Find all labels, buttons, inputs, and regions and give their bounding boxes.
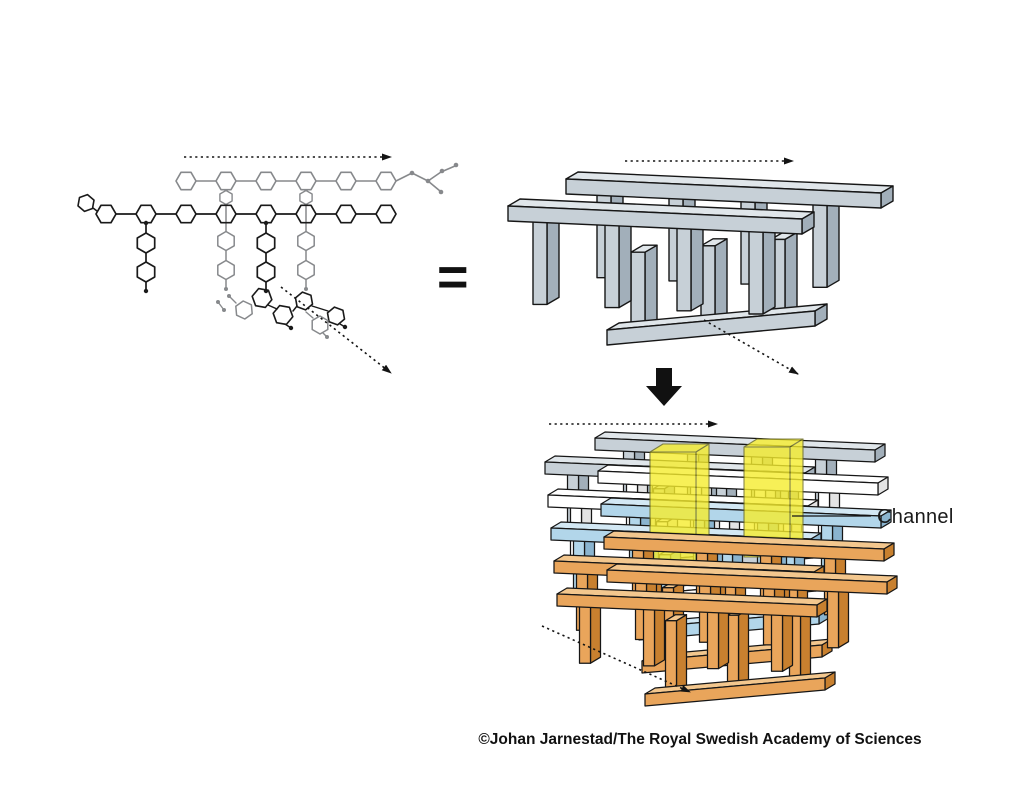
polymer-molecular-structure	[77, 162, 459, 339]
framework-layer-5	[556, 563, 898, 707]
single-layer-framework	[507, 171, 894, 346]
channel-label: Channel	[877, 506, 954, 528]
stacking-direction-arrow-icon	[280, 286, 392, 374]
equals-sign: =	[437, 247, 469, 307]
stacking-direction-arrow-icon	[541, 625, 691, 693]
credit-text: ©Johan Jarnestad/The Royal Swedish Acade…	[478, 731, 921, 748]
transform-down-arrow-icon	[646, 368, 682, 406]
stacking-direction-arrow-icon	[703, 319, 799, 375]
stacked-framework	[544, 431, 898, 707]
